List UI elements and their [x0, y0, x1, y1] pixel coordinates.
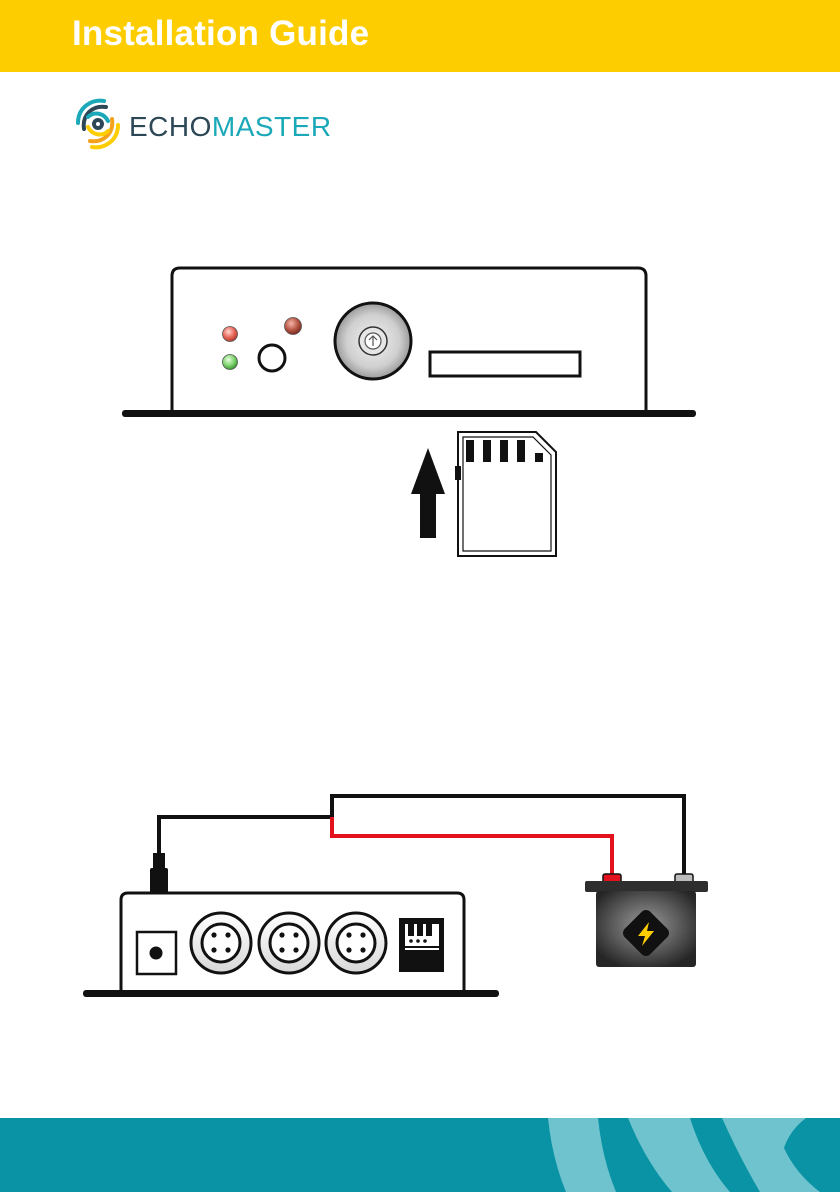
camera-port-3 [326, 913, 386, 973]
wiring [159, 796, 684, 878]
footer-band [0, 1118, 840, 1192]
network-port [399, 918, 444, 972]
rear-mounting-flange [83, 990, 499, 997]
battery [585, 874, 708, 967]
camera-port-1 [191, 913, 251, 973]
camera-port-2 [259, 913, 319, 973]
mounting-flange [122, 410, 696, 417]
dvr-front-panel [122, 268, 696, 417]
reset-button [259, 345, 285, 371]
sd-card [455, 432, 556, 556]
sd-card-slot [430, 352, 580, 376]
red-led [223, 327, 238, 342]
status-led [285, 318, 302, 335]
footer-stripes [0, 1118, 840, 1192]
up-arrow-icon [411, 448, 445, 538]
dvr-rear-panel [83, 893, 499, 997]
green-led [223, 355, 238, 370]
red-wire [332, 817, 612, 878]
